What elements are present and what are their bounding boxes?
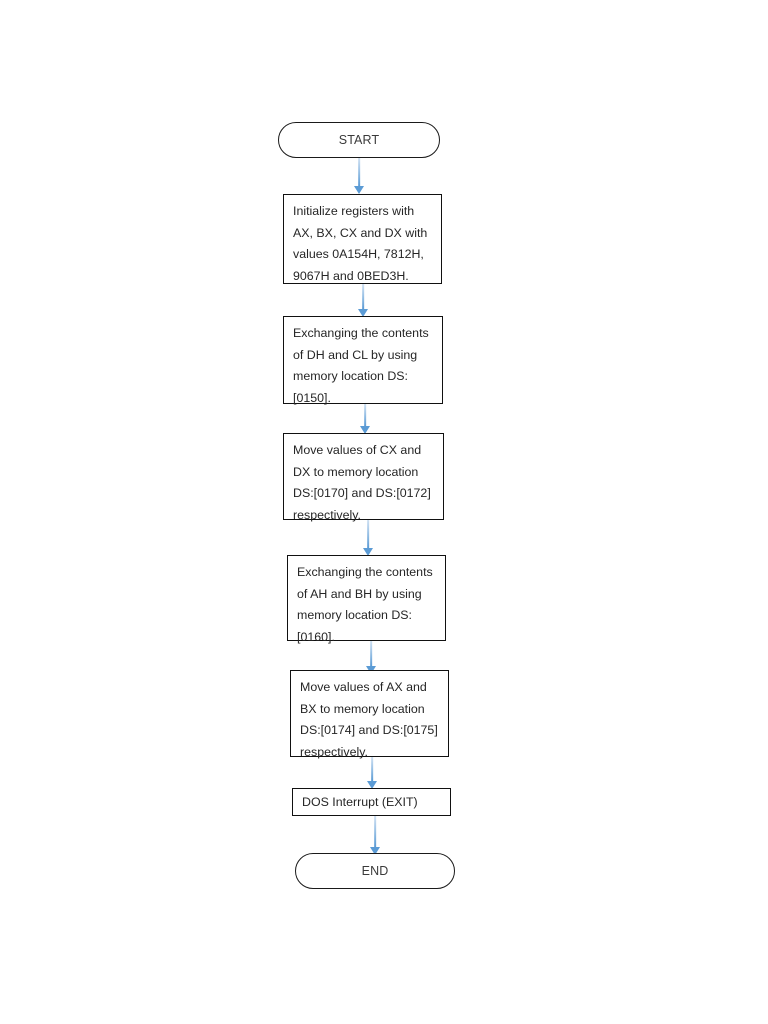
arrowhead-icon: [358, 309, 368, 317]
arrowhead-icon: [367, 781, 377, 789]
node-exchange-dh-cl-label: Exchanging the contents of DH and CL by …: [293, 326, 429, 405]
connector-shaft: [367, 520, 369, 548]
node-end[interactable]: END: [295, 853, 455, 889]
node-init-registers-label: Initialize registers with AX, BX, CX and…: [293, 204, 428, 283]
arrowhead-icon: [360, 426, 370, 434]
connector-shaft: [364, 404, 366, 426]
connector-move-cx-dx-to-exchange-ah-bh: [358, 520, 378, 556]
connector-shaft: [362, 284, 364, 309]
connector-start-to-init-registers: [349, 158, 369, 194]
connector-move-ax-bx-to-dos-interrupt: [362, 757, 382, 789]
node-exchange-ah-bh[interactable]: Exchanging the contents of AH and BH by …: [287, 555, 446, 644]
node-dos-interrupt[interactable]: DOS Interrupt (EXIT): [292, 788, 451, 816]
node-exchange-dh-cl[interactable]: Exchanging the contents of DH and CL by …: [283, 316, 443, 405]
connector-shaft: [370, 641, 372, 666]
connector-exchange-dh-cl-to-move-cx-dx: [355, 404, 375, 434]
connector-shaft: [358, 158, 360, 186]
node-move-cx-dx-label: Move values of CX and DX to memory locat…: [293, 443, 431, 522]
connector-shaft: [371, 757, 373, 781]
node-dos-interrupt-label: DOS Interrupt (EXIT): [302, 794, 418, 809]
node-start-label: START: [338, 133, 380, 147]
node-move-ax-bx-label: Move values of AX and BX to memory locat…: [300, 680, 438, 759]
node-move-ax-bx[interactable]: Move values of AX and BX to memory locat…: [290, 670, 449, 759]
arrowhead-icon: [354, 186, 364, 194]
node-end-label: END: [361, 864, 389, 878]
node-exchange-ah-bh-label: Exchanging the contents of AH and BH by …: [297, 565, 433, 644]
connector-shaft: [374, 816, 376, 847]
arrowhead-icon: [363, 548, 373, 556]
connector-init-registers-to-exchange-dh-cl: [353, 284, 373, 317]
connector-dos-interrupt-to-end: [365, 816, 385, 855]
node-move-cx-dx[interactable]: Move values of CX and DX to memory locat…: [283, 433, 444, 522]
arrowhead-icon: [370, 847, 380, 855]
node-start[interactable]: START: [278, 122, 440, 158]
node-init-registers[interactable]: Initialize registers with AX, BX, CX and…: [283, 194, 442, 284]
